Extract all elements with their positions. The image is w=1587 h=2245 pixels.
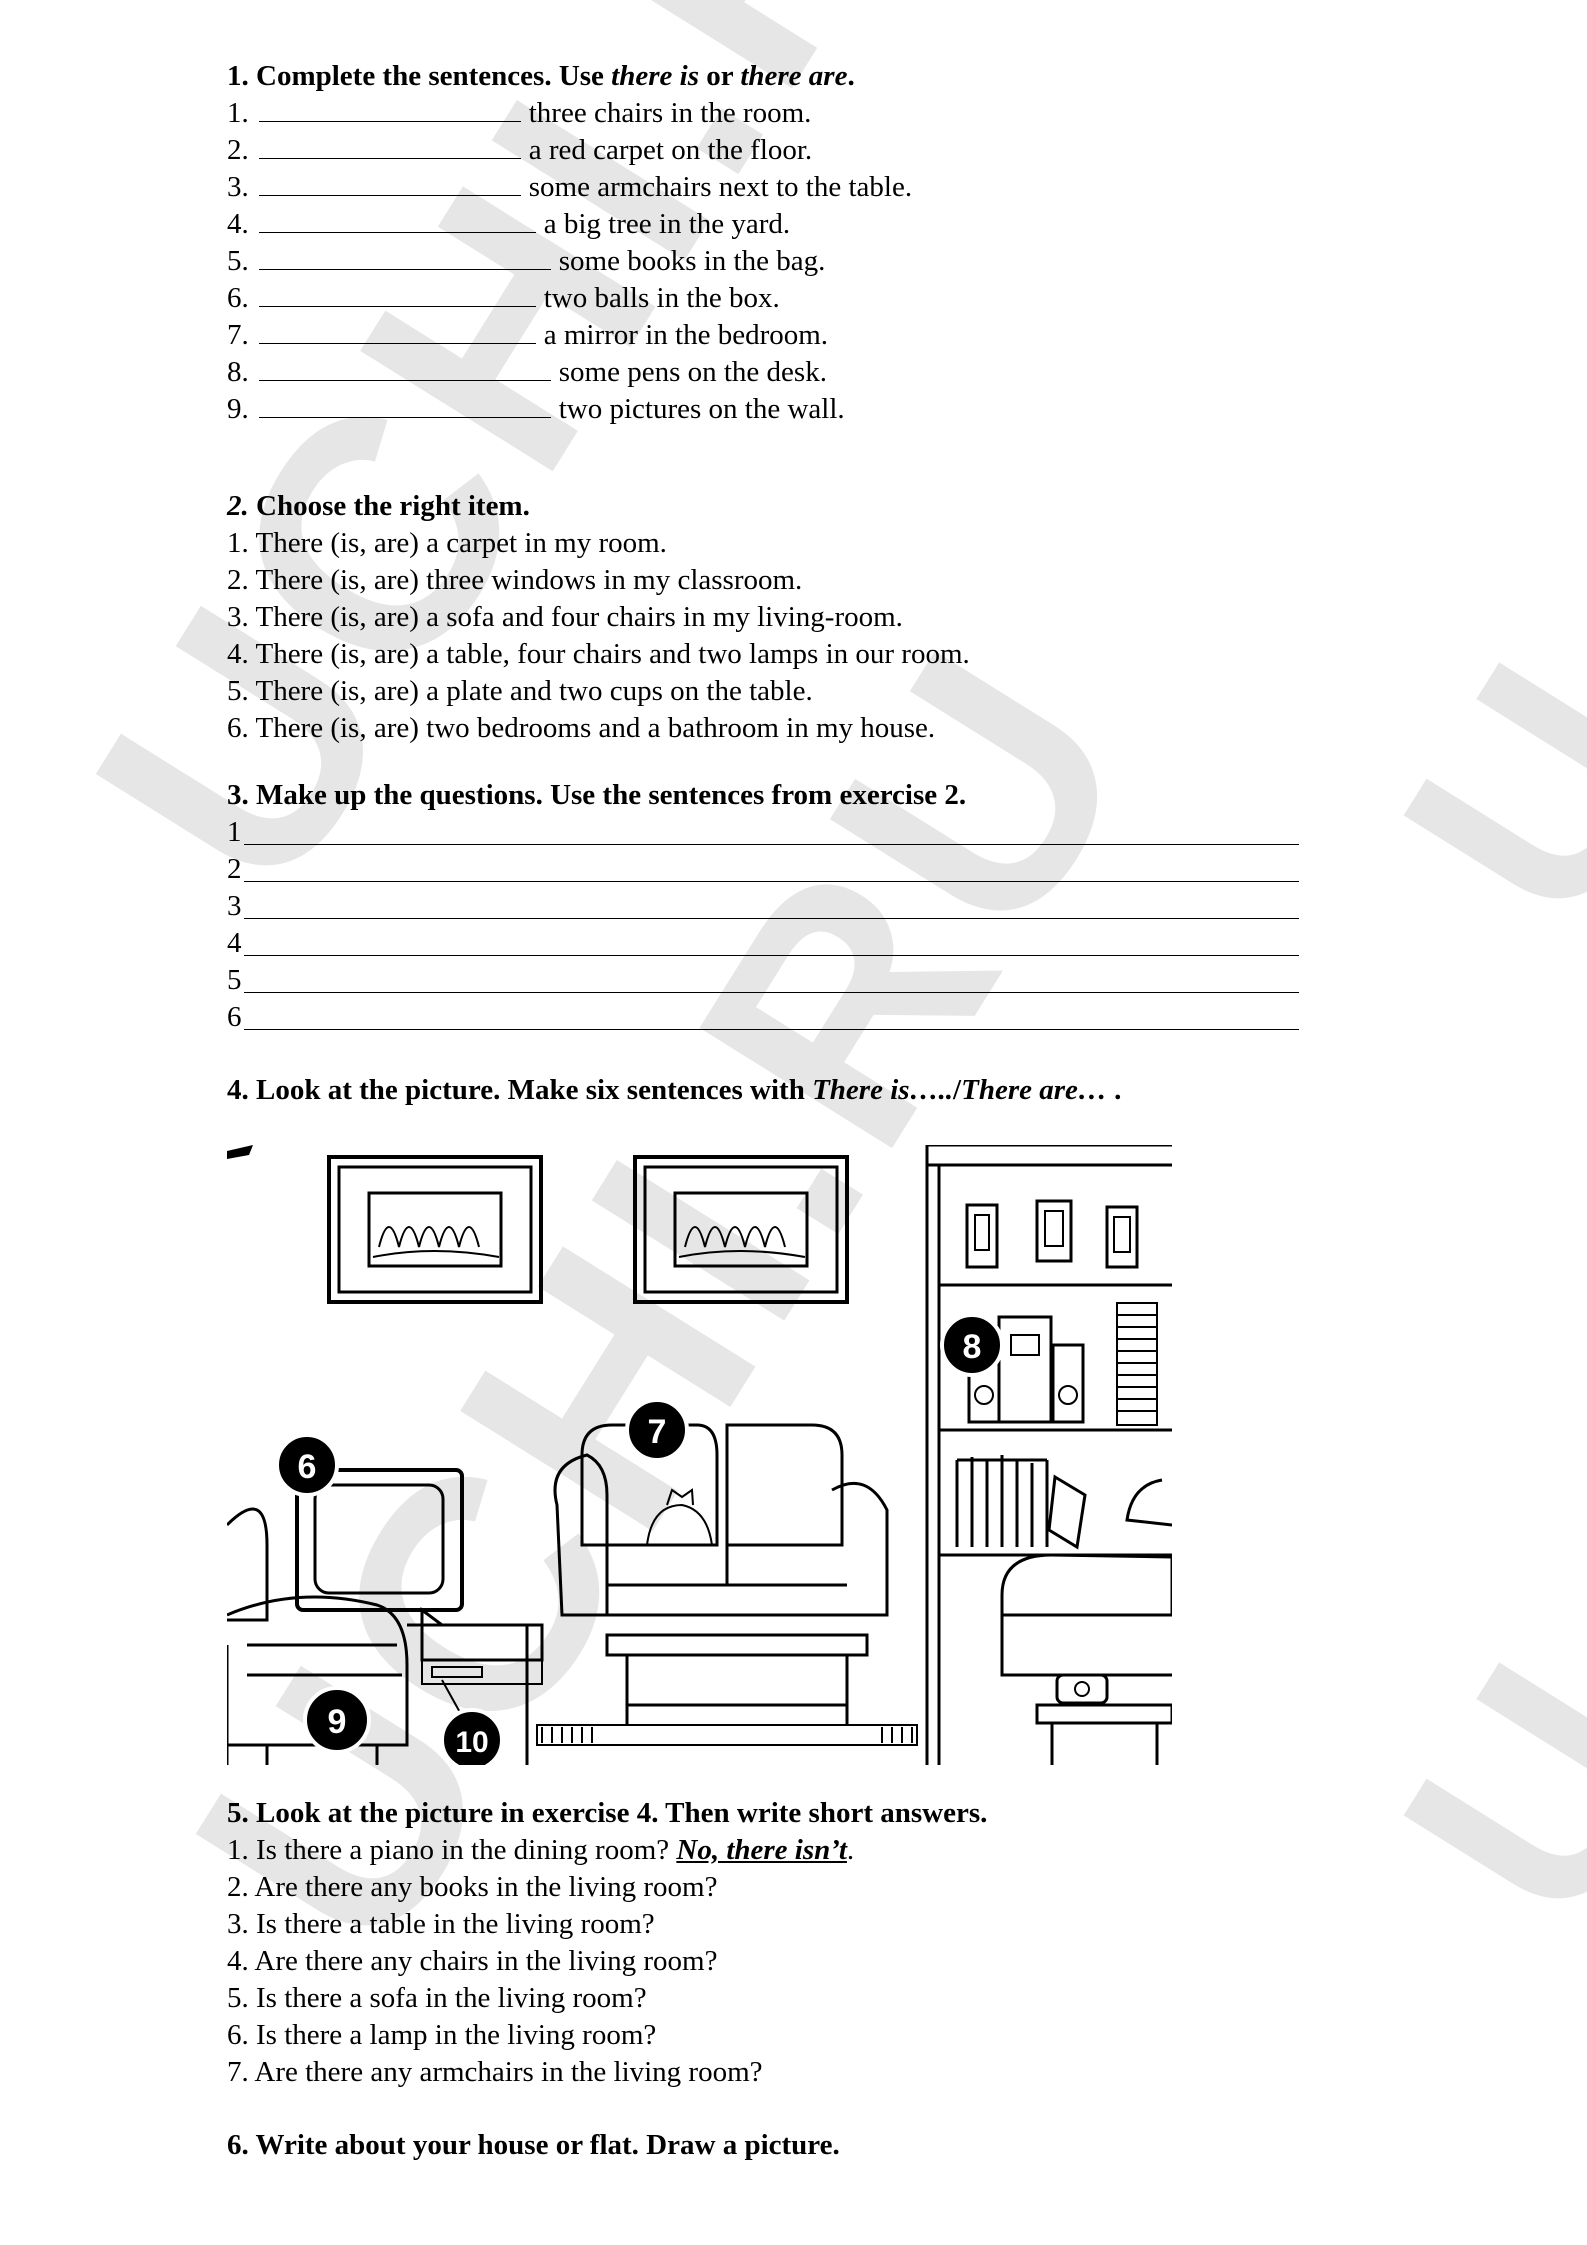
answer-blank[interactable] — [258, 206, 536, 233]
write-line[interactable] — [243, 888, 1299, 919]
ex5-item: 5. Is there a sofa in the living room? — [227, 1982, 647, 2014]
exercise-3-title: 3. Make up the questions. Use the senten… — [227, 779, 967, 811]
answer-blank[interactable] — [258, 95, 521, 122]
ex1-item: 4.a big tree in the yard. — [227, 206, 791, 240]
svg-text:8: 8 — [963, 1328, 982, 1366]
answer-blank[interactable] — [258, 169, 521, 196]
answer-blank[interactable] — [258, 391, 551, 418]
sofa — [553, 1423, 889, 1617]
armchair-right — [1000, 1478, 1172, 1765]
ex1-item: 5.some books in the bag. — [227, 243, 826, 277]
ex1-item: 1.three chairs in the room. — [227, 95, 812, 129]
marker-8: 8 — [940, 1313, 1004, 1377]
ex1-item: 7.a mirror in the bedroom. — [227, 317, 829, 351]
ex5-item: 7. Are there any armchairs in the living… — [227, 2056, 763, 2088]
svg-text:10: 10 — [455, 1726, 488, 1759]
worksheet: 1. Complete the sentences. Use there is … — [227, 58, 1347, 2164]
write-line[interactable] — [243, 925, 1299, 956]
ex5-item: 6. Is there a lamp in the living room? — [227, 2019, 657, 2051]
watermark-u: U — [1338, 612, 1587, 974]
wall-picture-left — [327, 1155, 543, 1304]
answer-blank[interactable] — [258, 132, 521, 159]
ex5-item: 2. Are there any books in the living roo… — [227, 1871, 718, 1903]
watermark-u: U — [1338, 1612, 1587, 1974]
coffee-table — [227, 1623, 918, 1765]
ex2-item: 4. There (is, are) a table, four chairs … — [227, 638, 970, 670]
wall-picture-right — [633, 1155, 849, 1304]
ex1-item: 3.some armchairs next to the table. — [227, 169, 913, 203]
question-line: 4 — [227, 925, 1347, 962]
write-line[interactable] — [243, 999, 1299, 1030]
exercise-5-title: 5. Look at the picture in exercise 4. Th… — [227, 1797, 988, 1829]
exercise-6-title: 6. Write about your house or flat. Draw … — [227, 2129, 840, 2161]
answer-blank[interactable] — [258, 280, 536, 307]
question-line: 2 — [227, 851, 1347, 888]
question-line: 5 — [227, 962, 1347, 999]
answer-blank[interactable] — [258, 317, 536, 344]
svg-text:6: 6 — [298, 1448, 317, 1486]
question-line: 1 — [227, 814, 1347, 851]
question-line: 3 — [227, 888, 1347, 925]
svg-text:9: 9 — [328, 1703, 347, 1741]
ex2-item: 2. There (is, are) three windows in my c… — [227, 564, 803, 596]
ex1-item: 9.two pictures on the wall. — [227, 391, 845, 425]
answer-blank[interactable] — [258, 354, 551, 381]
question-line: 6 — [227, 999, 1347, 1036]
bookcase — [925, 1145, 1172, 1765]
ex5-item: 4. Are there any chairs in the living ro… — [227, 1945, 718, 1977]
tv-set — [295, 1468, 544, 1685]
ex1-item: 2.a red carpet on the floor. — [227, 132, 813, 166]
write-line[interactable] — [243, 962, 1299, 993]
marker-7: 7 — [625, 1398, 689, 1462]
living-room-picture: 6 7 8 9 10 — [227, 1145, 1172, 1765]
ex5-item: 1. Is there a piano in the dining room? … — [227, 1834, 855, 1866]
marker-6: 6 — [275, 1433, 339, 1497]
ex1-item: 8.some pens on the desk. — [227, 354, 827, 388]
example-answer: No, there isn’t — [676, 1834, 847, 1866]
marker-10: 10 — [440, 1679, 504, 1765]
armchair-left — [227, 1507, 409, 1765]
exercise-2-title: 2. Choose the right item. — [227, 490, 530, 522]
ex2-item: 3. There (is, are) a sofa and four chair… — [227, 601, 903, 633]
marker-9: 9 — [303, 1686, 371, 1754]
ex2-item: 1. There (is, are) a carpet in my room. — [227, 527, 667, 559]
write-line[interactable] — [243, 851, 1299, 882]
ex2-item: 6. There (is, are) two bedrooms and a ba… — [227, 712, 936, 744]
ex1-item: 6.two balls in the box. — [227, 280, 780, 314]
ex5-item: 3. Is there a table in the living room? — [227, 1908, 655, 1940]
svg-text:7: 7 — [648, 1413, 667, 1451]
ex2-item: 5. There (is, are) a plate and two cups … — [227, 675, 813, 707]
exercise-1-title: 1. Complete the sentences. Use there is … — [227, 60, 855, 92]
answer-blank[interactable] — [258, 243, 551, 270]
exercise-4-title: 4. Look at the picture. Make six sentenc… — [227, 1074, 1122, 1106]
write-line[interactable] — [243, 814, 1299, 845]
